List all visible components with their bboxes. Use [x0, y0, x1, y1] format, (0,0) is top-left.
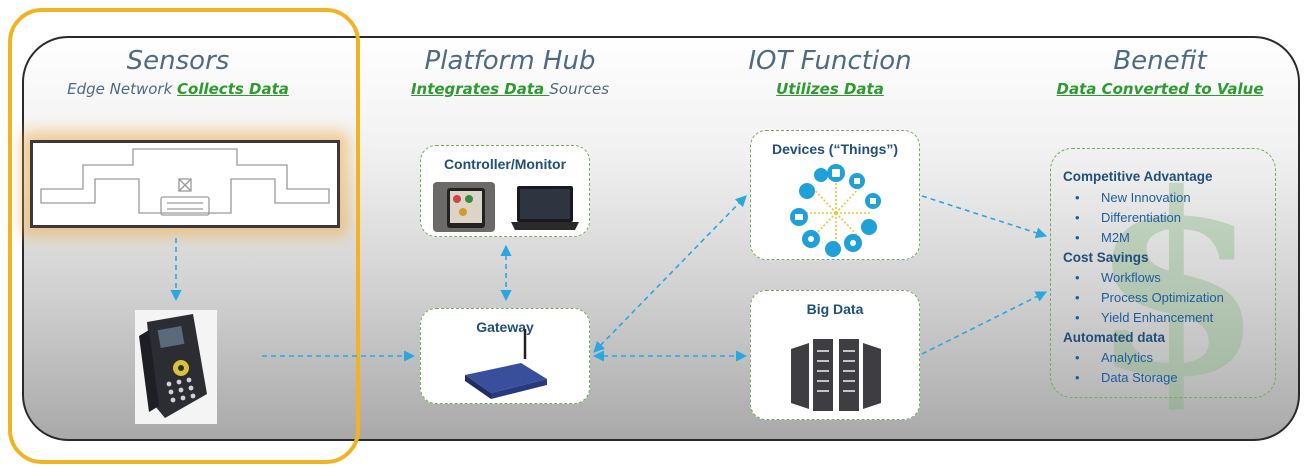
- handheld-scanner-icon: [139, 314, 207, 418]
- rfid-antenna-icon: [40, 148, 330, 216]
- phone-laptop-icon: [433, 182, 579, 232]
- platform-hub-subtitle: Integrates Data Sources: [380, 80, 640, 98]
- iot-function-subtitle-emphasis: Utilizes Data: [776, 80, 884, 98]
- rfid-tag-image: [30, 140, 340, 228]
- sensors-title: Sensors: [126, 46, 230, 76]
- platform-hub-title: Platform Hub: [424, 46, 596, 76]
- platform-hub-subtitle-emphasis: Integrates Data: [410, 80, 550, 98]
- benefit-item: M2M: [1075, 230, 1130, 245]
- server-racks-icon: [791, 339, 881, 411]
- benefit-subtitle-emphasis: Data Converted to Value: [1056, 80, 1264, 98]
- big-data-label: Big Data: [806, 301, 864, 317]
- big-data-box: Big Data: [750, 290, 920, 420]
- router-icon: [465, 329, 547, 399]
- sensors-highlight-frame: [8, 8, 360, 464]
- benefit-item: Differentiation: [1075, 210, 1181, 225]
- controller-monitor-box: Controller/Monitor: [420, 145, 590, 237]
- platform-hub-subtitle-plain: Sources: [549, 80, 610, 98]
- benefit-title: Benefit: [1113, 46, 1207, 76]
- benefit-box: Competitive Advantage New Innovation Dif…: [1050, 148, 1276, 398]
- controller-monitor-label: Controller/Monitor: [443, 156, 567, 172]
- gateway-label: Gateway: [476, 319, 534, 335]
- benefit-item: Data Storage: [1075, 370, 1178, 385]
- connected-things-icon: [790, 164, 881, 257]
- sensors-subtitle-emphasis: Collects Data: [177, 80, 289, 98]
- benefit-item: Workflows: [1075, 270, 1161, 285]
- benefit-item: Analytics: [1075, 350, 1153, 365]
- benefit-item: Process Optimization: [1075, 290, 1224, 305]
- benefit-item: New Innovation: [1075, 190, 1191, 205]
- devices-box: Devices (“Things”): [750, 130, 920, 260]
- benefit-category-cost-savings: Cost Savings: [1063, 250, 1149, 265]
- devices-label: Devices (“Things”): [771, 141, 899, 157]
- benefit-item: Yield Enhancement: [1075, 310, 1213, 325]
- handheld-reader-image: [135, 310, 217, 424]
- iot-function-title: IOT Function: [748, 46, 912, 76]
- sensors-subtitle: Edge Network Collects Data: [58, 80, 298, 98]
- sensors-subtitle-plain: Edge Network: [67, 80, 178, 98]
- benefit-category-automated-data: Automated data: [1063, 330, 1166, 345]
- benefit-subtitle: Data Converted to Value: [1040, 80, 1280, 98]
- benefit-category-competitive: Competitive Advantage: [1063, 169, 1213, 184]
- iot-function-subtitle: Utilizes Data: [730, 80, 930, 98]
- gateway-box: Gateway: [420, 308, 590, 404]
